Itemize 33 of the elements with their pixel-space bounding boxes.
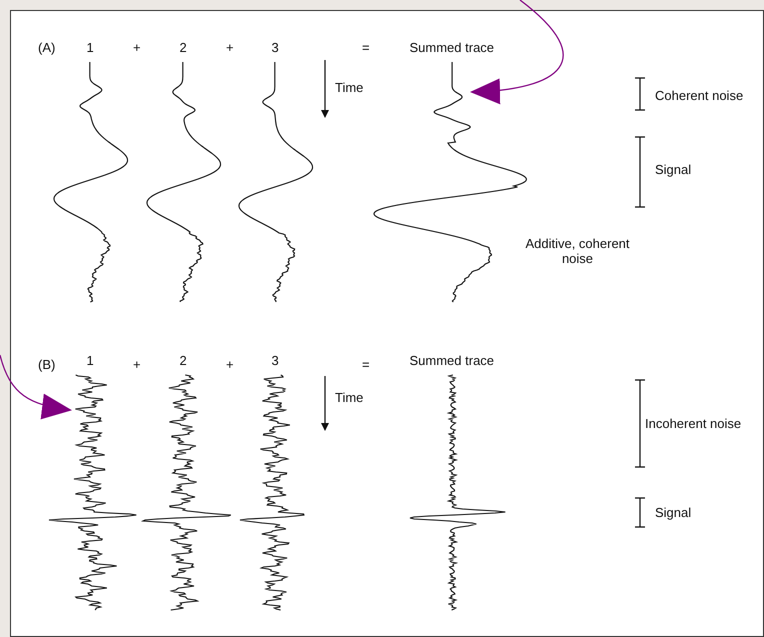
trace-label: 3 [272,353,279,368]
seismic-trace [408,375,506,610]
trace-label: 3 [272,40,279,55]
seismic-trace [372,62,528,302]
seismic-trace [53,62,129,302]
panel-letter: (A) [38,40,56,55]
seismic-trace [238,62,314,302]
trace-label: 2 [180,40,187,55]
operator-sign: = [362,357,370,372]
pointer-arrow [470,0,564,104]
panel-letter: (B) [38,357,56,372]
trace-label: Summed trace [410,353,494,368]
annotation-label: Signal [655,505,692,520]
annotation-label: Coherent noise [655,88,744,103]
axis-label: Time [335,390,364,405]
annotation-label: Incoherent noise [645,416,742,431]
seismic-trace [142,375,232,610]
seismic-trace [239,375,305,610]
operator-sign: + [133,40,141,55]
pointer-arrow [0,354,72,419]
operator-sign: = [362,40,370,55]
annotation-label: Additive, coherent noise [524,236,631,266]
operator-sign: + [226,40,234,55]
seismic-trace [146,62,222,302]
trace-label: 1 [86,353,94,368]
trace-label: Summed trace [410,40,494,55]
annotation-label: Signal [655,162,692,177]
trace-label: 1 [86,40,94,55]
axis-label: Time [335,80,364,95]
operator-sign: + [226,357,234,372]
seismic-trace [48,375,137,610]
trace-label: 2 [180,353,187,368]
operator-sign: + [133,357,141,372]
